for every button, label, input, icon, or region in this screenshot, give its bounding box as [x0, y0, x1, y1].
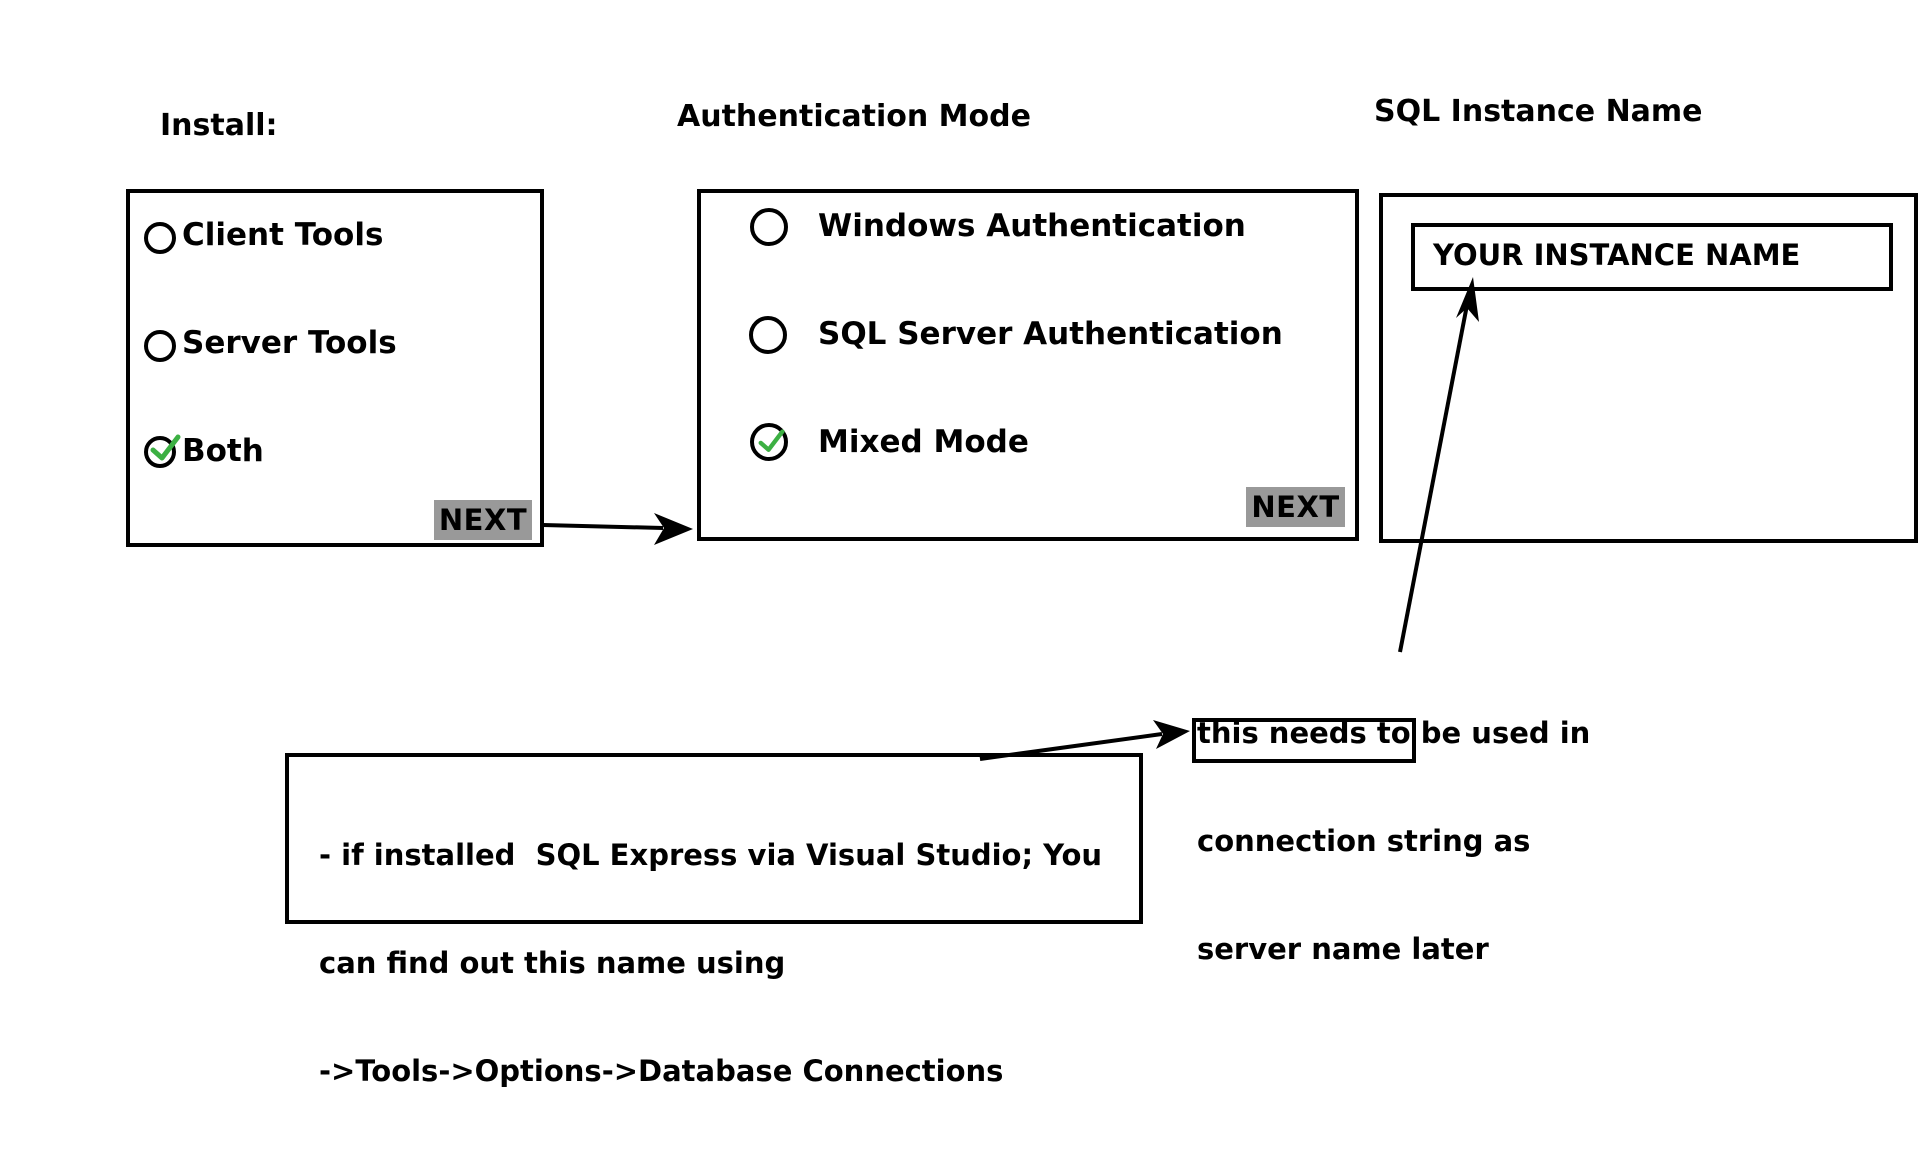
mixed-mode-label: Mixed Mode	[818, 424, 1029, 460]
install-next-button[interactable]: NEXT	[434, 500, 532, 540]
connection-note-line2: connection string as	[1197, 824, 1531, 858]
radio-both[interactable]	[144, 434, 181, 468]
auth-panel: Windows Authentication SQL Server Authen…	[697, 189, 1359, 541]
connection-note-line3: server name later	[1197, 931, 1590, 967]
connection-note-line1: this needs to be used in	[1197, 716, 1591, 750]
radio-mixed-mode[interactable]	[750, 423, 788, 461]
later-text: later	[1401, 932, 1489, 966]
windows-auth-label: Windows Authentication	[818, 208, 1246, 244]
radio-windows-auth[interactable]	[750, 208, 788, 246]
checkmark-icon	[150, 434, 181, 461]
client-tools-label: Client Tools	[182, 217, 384, 253]
instance-panel: YOUR INSTANCE NAME	[1379, 193, 1918, 543]
auth-next-button[interactable]: NEXT	[1246, 487, 1345, 527]
arrow-install-to-auth	[542, 513, 693, 545]
install-heading: Install:	[160, 108, 278, 143]
radio-server-tools[interactable]	[144, 330, 176, 362]
vs-note-line2: can find out this name using	[319, 946, 786, 980]
sql-server-auth-label: SQL Server Authentication	[818, 316, 1283, 352]
server-name-highlight-box	[1192, 718, 1416, 763]
radio-client-tools[interactable]	[144, 222, 176, 254]
connection-note: this needs to be used in connection stri…	[1197, 643, 1590, 1003]
instance-name-input[interactable]: YOUR INSTANCE NAME	[1411, 223, 1893, 291]
visual-studio-note: - if installed SQL Express via Visual St…	[319, 765, 1102, 1161]
checkmark-icon	[758, 429, 785, 452]
both-label: Both	[182, 433, 264, 469]
install-panel: Client Tools Server Tools Both NEXT	[126, 189, 544, 547]
vs-note-line1: - if installed SQL Express via Visual St…	[319, 838, 1103, 872]
server-tools-label: Server Tools	[182, 325, 397, 361]
auth-heading: Authentication Mode	[677, 99, 1031, 134]
vs-note-line3: ->Tools->Options->Database Connections	[319, 1054, 1004, 1088]
visual-studio-note-box: - if installed SQL Express via Visual St…	[285, 753, 1143, 1088]
radio-sql-server-auth[interactable]	[749, 316, 787, 354]
instance-heading: SQL Instance Name	[1374, 94, 1703, 129]
server-name-text: server name	[1197, 932, 1402, 966]
